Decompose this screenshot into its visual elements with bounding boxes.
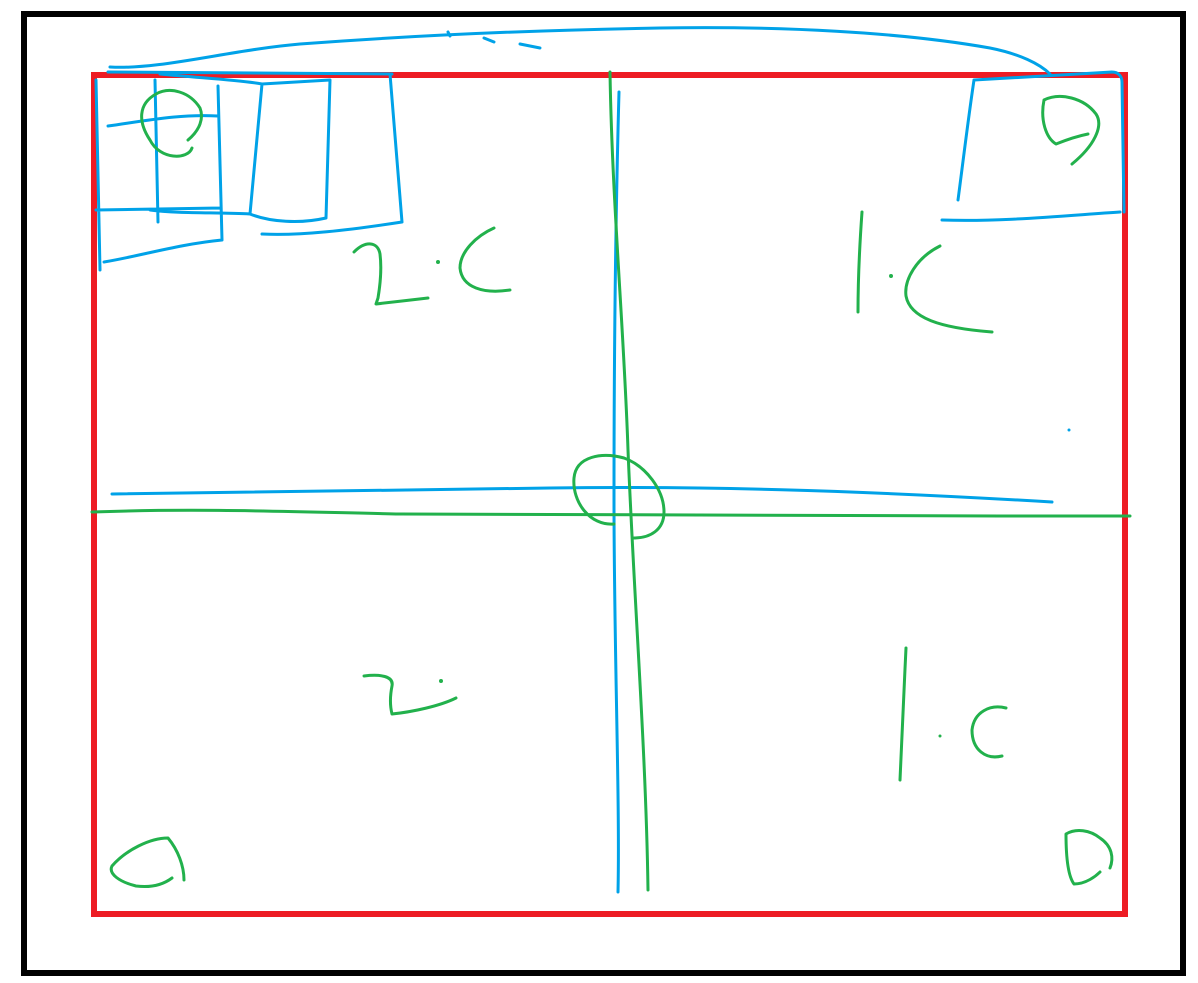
- quadrant-label-bottom-right: [898, 646, 1008, 782]
- red-boundary-rect: [91, 72, 1128, 917]
- quadrant-label-bottom-left: [362, 673, 458, 716]
- green-vertical-axis: [608, 70, 650, 892]
- corner-circle-bottom-left: [109, 836, 186, 888]
- corner-circle-top-right: [1041, 95, 1101, 166]
- glyph-2: [352, 242, 430, 306]
- blue-stray-dot: [1067, 428, 1071, 432]
- top-left-box-strip: [94, 70, 404, 272]
- green-horizontal-axis: [90, 508, 1132, 518]
- green-sketch-layer: [90, 70, 1132, 892]
- blue-sketch-layer: [94, 26, 1126, 894]
- blue-horizontal-line: [110, 486, 1054, 504]
- center-circle: [572, 454, 666, 540]
- glyph-dot: [938, 734, 942, 738]
- glyph-1: [856, 210, 864, 314]
- glyph-dot: [436, 260, 440, 264]
- outer-frame: [21, 11, 1186, 976]
- corner-circle-bottom-right: [1064, 829, 1114, 886]
- quadrant-label-top-right: [856, 210, 994, 334]
- blue-vertical-line: [612, 90, 621, 894]
- corner-circle-top-left: [140, 89, 203, 158]
- glyph-c: [458, 226, 512, 293]
- glyph-c: [904, 244, 994, 334]
- top-right-box: [940, 70, 1126, 222]
- glyph-1: [898, 646, 908, 782]
- quadrant-label-top-left: [352, 226, 512, 306]
- glyph-2: [362, 673, 458, 716]
- top-arc-marks: [446, 30, 542, 50]
- glyph-c: [970, 705, 1008, 759]
- glyph-dot: [889, 274, 893, 278]
- glyph-dot: [439, 679, 443, 683]
- top-arc: [108, 26, 1052, 76]
